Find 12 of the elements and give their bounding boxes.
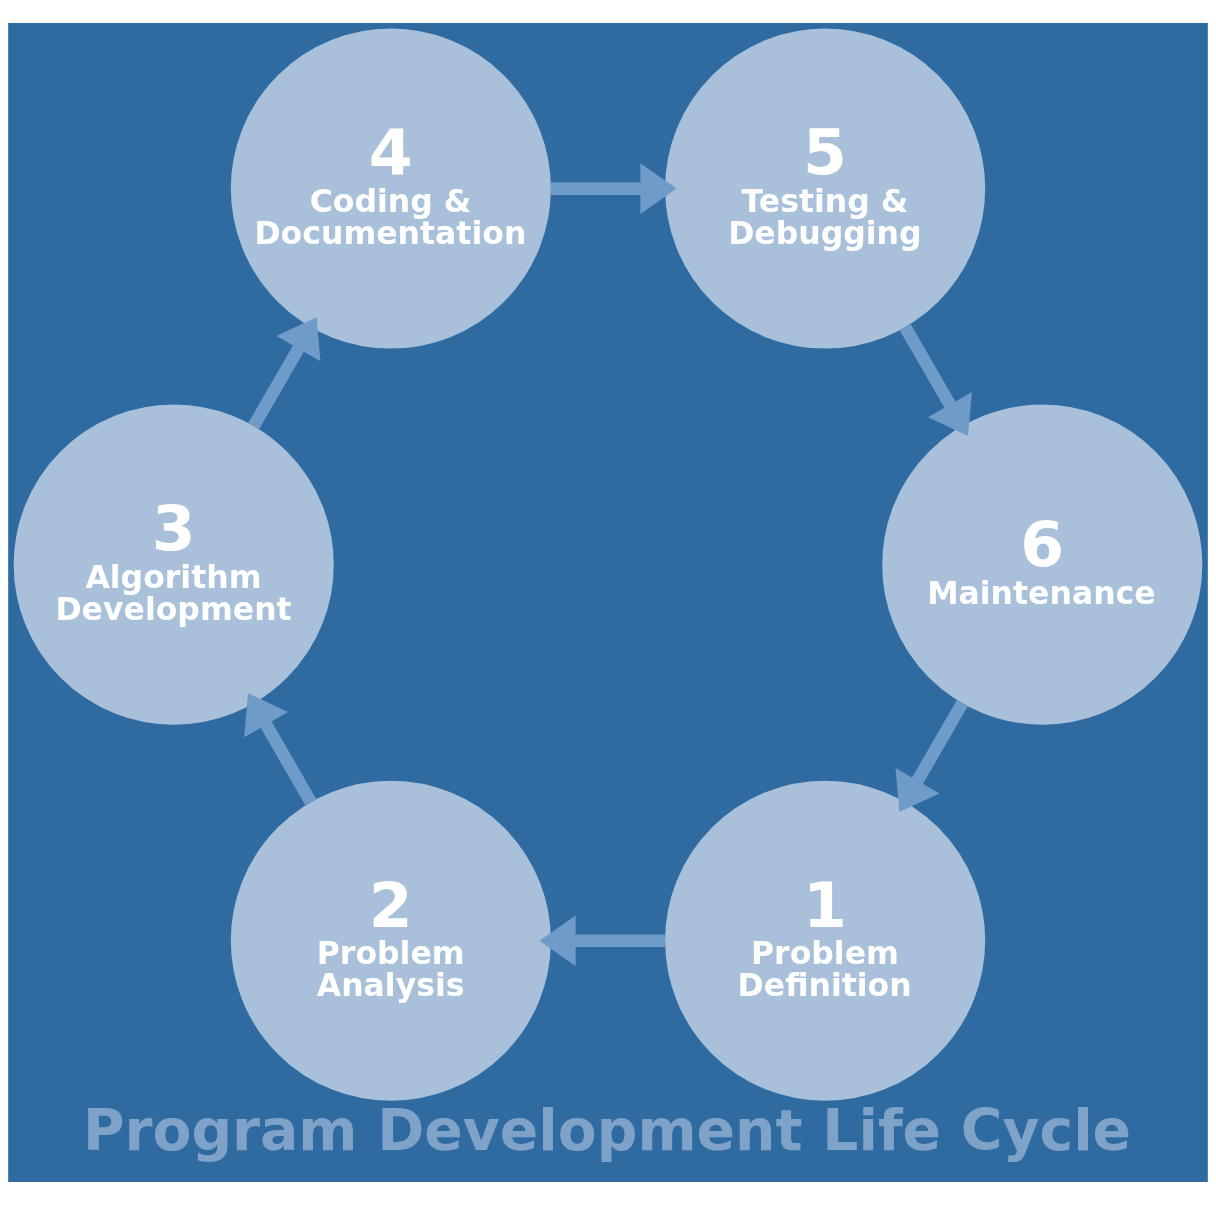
node-circle: 5 Testing & Debugging [665, 28, 986, 349]
arrow [899, 323, 972, 437]
arrow [248, 317, 321, 430]
arrow [895, 699, 968, 813]
arrow [244, 693, 317, 806]
node-circle: 4 Coding & Documentation [230, 28, 551, 349]
node-circle: 6 Maintenance [882, 404, 1203, 725]
node-circle: 2 Problem Analysis [230, 780, 551, 1101]
node-circle: 1 Problem Definition [665, 780, 986, 1101]
arrow [539, 915, 666, 967]
arrow [550, 163, 677, 214]
node-circle: 3 Algorithm Development [13, 404, 334, 725]
